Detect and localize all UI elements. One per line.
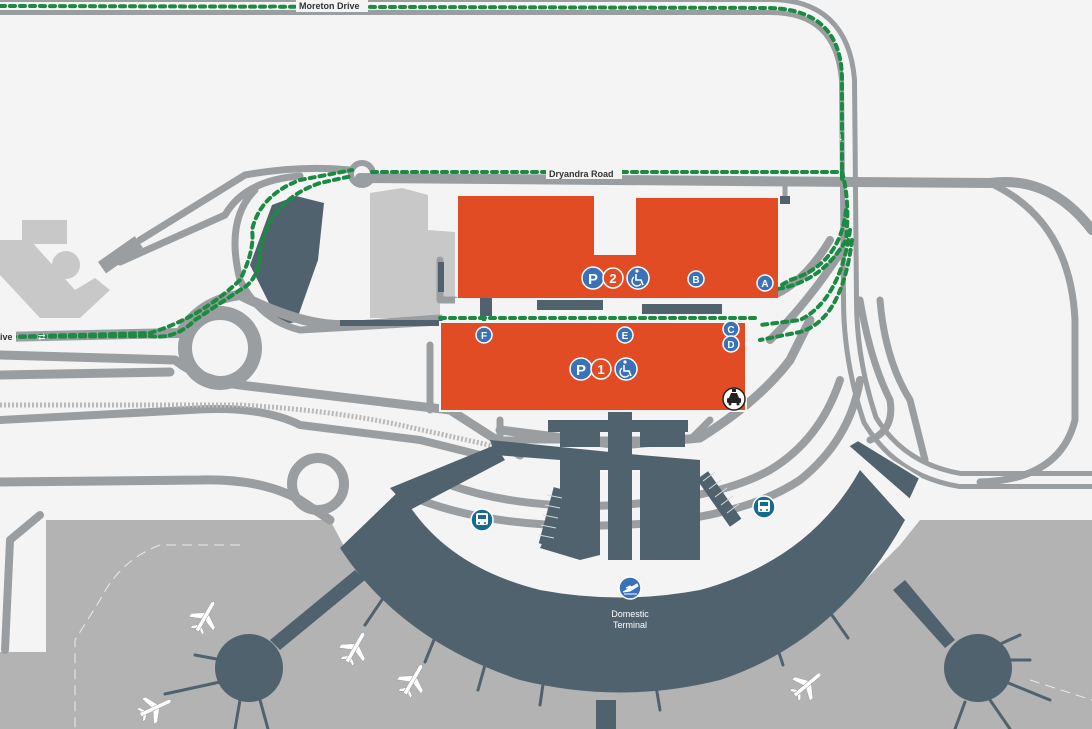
walkway — [480, 298, 492, 316]
walkway — [642, 304, 722, 314]
taxi-icon — [722, 387, 746, 411]
walkway — [537, 300, 603, 310]
marker-e[interactable]: E — [616, 326, 634, 344]
building — [97, 236, 143, 274]
terminal-label-line2: Terminal — [613, 620, 647, 630]
walkway — [340, 320, 442, 326]
carpark-number: 2 — [609, 271, 616, 286]
marker-d[interactable]: D — [722, 335, 740, 353]
apron-line-right — [1029, 679, 1092, 701]
road-label-left: ive — [0, 332, 13, 342]
stairs — [696, 471, 742, 527]
walkway — [455, 298, 780, 314]
marker-f[interactable]: F — [475, 326, 493, 344]
road-network — [0, 0, 1092, 654]
marker-a[interactable]: A — [756, 274, 774, 292]
marker-label: B — [692, 275, 699, 286]
marker-b[interactable]: B — [687, 270, 705, 288]
apron-line — [74, 544, 240, 729]
marker-label: E — [622, 331, 629, 342]
gate-jetties — [163, 586, 1052, 729]
walkway — [780, 196, 790, 204]
marker-label: C — [727, 325, 734, 336]
road-label-moreton: Moreton Drive — [299, 1, 360, 11]
building — [0, 240, 110, 318]
building — [370, 188, 455, 318]
wheelchair-icon — [626, 266, 650, 290]
carpark-p2-badge: P 2 — [581, 266, 650, 290]
label-bg — [0, 331, 16, 342]
direction-arrow: → — [270, 2, 279, 12]
terminal-building — [215, 412, 1012, 729]
rail-line — [0, 402, 521, 455]
parking-p-label: P — [576, 362, 586, 379]
stairs-marks — [538, 471, 740, 539]
wheelchair-icon — [614, 357, 638, 381]
plane-icon — [618, 576, 642, 600]
label-bg — [546, 168, 622, 179]
label-bg — [296, 0, 368, 12]
marker-label: F — [481, 331, 487, 342]
marker-label: A — [761, 279, 768, 290]
bus-icon — [470, 508, 494, 532]
carpark-p1-badge: P 1 — [569, 357, 638, 381]
access-route — [0, 3, 854, 342]
building — [52, 251, 80, 279]
terminal-label-line1: Domestic — [611, 609, 649, 619]
marker-label: D — [727, 340, 734, 351]
walkway — [438, 262, 444, 292]
road-label-dryandra: Dryandra Road — [549, 169, 614, 179]
carpark-number: 1 — [597, 362, 604, 377]
plane-icon — [136, 601, 822, 725]
direction-arrow: ↓ — [838, 131, 844, 143]
marker-c[interactable]: C — [722, 320, 740, 338]
bus-icon — [752, 495, 776, 519]
parking-p-label: P — [588, 271, 598, 288]
direction-arrow: ⇄ — [38, 332, 46, 342]
